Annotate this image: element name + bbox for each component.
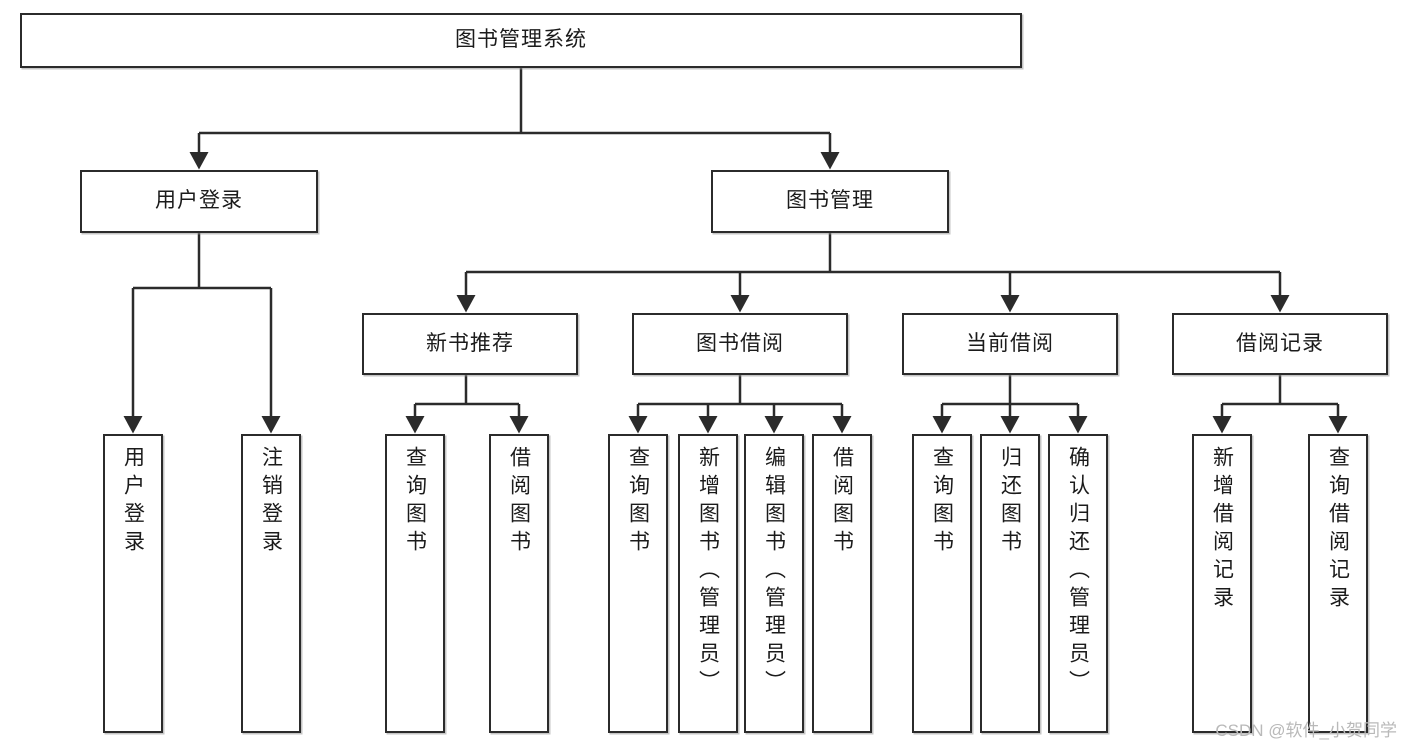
leaf-user-login[interactable]: 用户登录 (103, 434, 163, 733)
node-label: 查询图书 (626, 446, 650, 558)
leaf-query-book-current[interactable]: 查询图书 (912, 434, 972, 733)
node-label: 用户登录 (155, 189, 243, 213)
leaf-query-book-borrow[interactable]: 查询图书 (608, 434, 668, 733)
leaf-edit-book-admin[interactable]: 编辑图书（管理员） (744, 434, 804, 733)
leaf-user-logout[interactable]: 注销登录 (241, 434, 301, 733)
leaf-add-borrow-record[interactable]: 新增借阅记录 (1192, 434, 1252, 733)
node-root-book-management-system[interactable]: 图书管理系统 (20, 13, 1022, 68)
node-label: 新书推荐 (426, 331, 514, 355)
node-label: 注销登录 (259, 446, 283, 558)
node-book-management[interactable]: 图书管理 (711, 170, 949, 233)
node-label: 新增图书（管理员） (696, 446, 720, 698)
node-current-borrow[interactable]: 当前借阅 (902, 313, 1118, 375)
node-label: 用户登录 (121, 446, 145, 558)
node-label: 编辑图书（管理员） (762, 446, 786, 698)
node-label: 查询图书 (930, 446, 954, 558)
node-book-borrow[interactable]: 图书借阅 (632, 313, 848, 375)
leaf-query-borrow-record[interactable]: 查询借阅记录 (1308, 434, 1368, 733)
node-label: 新增借阅记录 (1210, 446, 1234, 614)
node-label: 借阅图书 (830, 446, 854, 558)
leaf-borrow-book-new-rec[interactable]: 借阅图书 (489, 434, 549, 733)
node-label: 当前借阅 (966, 331, 1054, 355)
node-label: 确认归还（管理员） (1066, 446, 1090, 698)
node-borrow-record[interactable]: 借阅记录 (1172, 313, 1388, 375)
leaf-borrow-book[interactable]: 借阅图书 (812, 434, 872, 733)
node-label: 图书管理 (786, 189, 874, 213)
node-label: 借阅图书 (507, 446, 531, 558)
leaf-add-book-admin[interactable]: 新增图书（管理员） (678, 434, 738, 733)
leaf-return-book[interactable]: 归还图书 (980, 434, 1040, 733)
node-user-login[interactable]: 用户登录 (80, 170, 318, 233)
node-label: 归还图书 (998, 446, 1022, 558)
node-label: 借阅记录 (1236, 331, 1324, 355)
node-label: 图书管理系统 (455, 28, 587, 52)
node-label: 图书借阅 (696, 331, 784, 355)
node-label: 查询借阅记录 (1326, 446, 1350, 614)
node-new-book-recommend[interactable]: 新书推荐 (362, 313, 578, 375)
leaf-query-book-new-rec[interactable]: 查询图书 (385, 434, 445, 733)
node-label: 查询图书 (403, 446, 427, 558)
leaf-confirm-return-admin[interactable]: 确认归还（管理员） (1048, 434, 1108, 733)
